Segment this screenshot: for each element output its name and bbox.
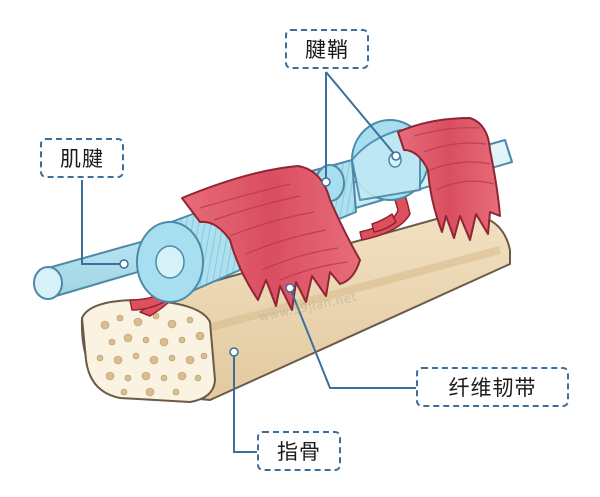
leader-dots [119,151,401,357]
label-phalanx: 指骨 [257,431,341,471]
label-tendon: 肌腱 [40,138,124,178]
label-tendon-sheath: 腱鞘 [285,29,369,69]
fibrous-ligament-left [181,165,361,311]
leader-lines [81,71,416,453]
leader-bone [233,352,257,453]
label-fibrous-ligament: 纤维韧带 [416,367,569,407]
fibrous-ligament-right [397,117,501,241]
leader-tendon [81,180,124,265]
leader-sheath-right [325,71,397,157]
phalanx-bone [80,213,511,403]
leader-ligament [289,287,416,389]
